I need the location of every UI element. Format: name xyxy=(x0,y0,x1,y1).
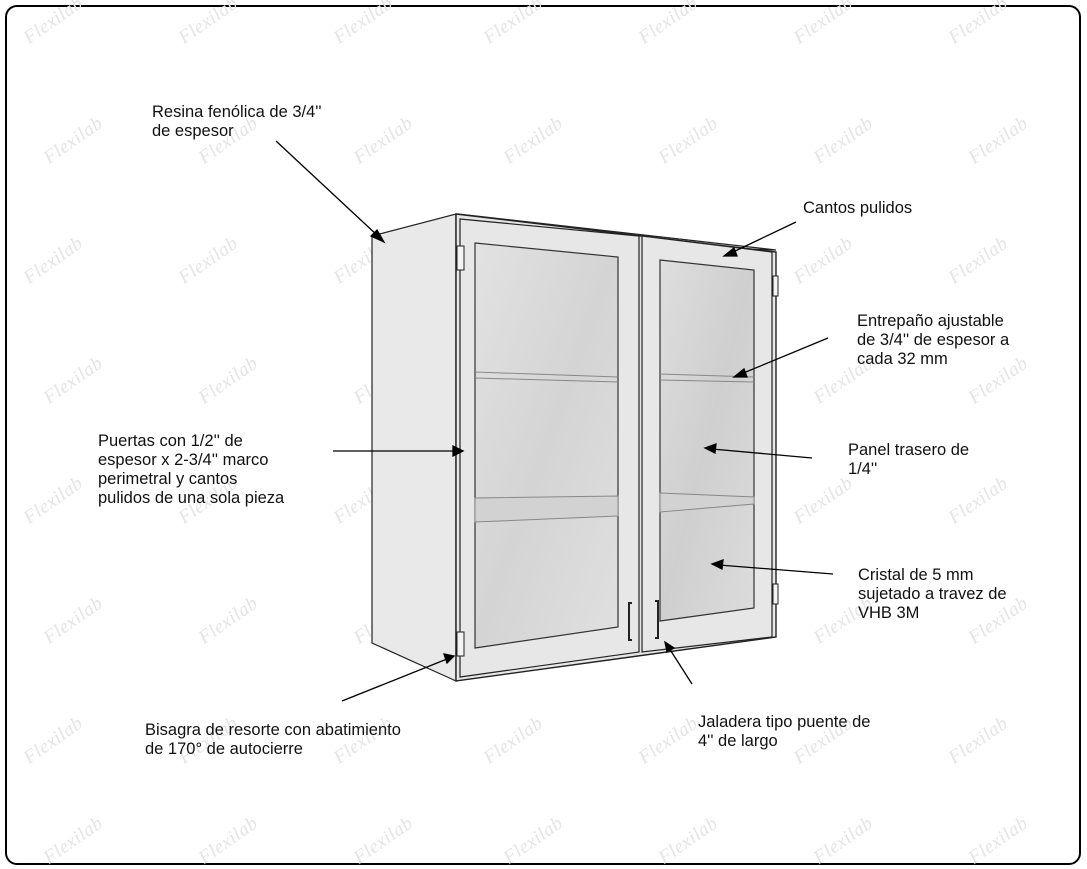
handle-left xyxy=(628,602,632,641)
label-puertas-line-1: Puertas con 1/2'' de xyxy=(98,432,243,450)
left-shelf-lower xyxy=(474,495,619,523)
label-puertas-line-4: pulidos de una sola pieza xyxy=(98,489,285,507)
label-panel: Panel trasero de 1/4'' xyxy=(848,441,969,479)
cabinet-side-panel xyxy=(371,213,457,682)
hinge-top-left xyxy=(456,245,465,271)
label-jaladera: Jaladera tipo puente de 4'' de largo xyxy=(698,713,870,751)
label-resina-line-1: Resina fenólica de 3/4'' xyxy=(152,103,322,121)
label-puertas-line-3: perimetral y cantos xyxy=(98,470,238,488)
hinge-bottom-left xyxy=(456,631,465,657)
label-bisagra-line-1: Bisagra de resorte con abatimiento xyxy=(145,721,401,739)
leader-lines xyxy=(275,140,834,702)
right-shelf-lower xyxy=(659,492,755,513)
label-puertas: Puertas con 1/2'' de espesor x 2-3/4'' m… xyxy=(98,432,284,508)
label-cantos-line-1: Cantos pulidos xyxy=(803,199,913,217)
label-entrepano-line-1: Entrepaño ajustable xyxy=(857,312,1004,330)
label-cristal: Cristal de 5 mm sujetado a travez de VHB… xyxy=(858,566,1007,623)
label-puertas-line-2: espesor x 2-3/4'' marco xyxy=(98,451,269,469)
label-cristal-line-2: sujetado a travez de xyxy=(858,585,1007,603)
hinge-bottom-right xyxy=(772,583,779,605)
label-jaladera-line-2: 4'' de largo xyxy=(698,732,778,750)
label-cristal-line-1: Cristal de 5 mm xyxy=(858,566,974,584)
label-entrepano-line-2: de 3/4'' de espesor a xyxy=(857,331,1010,349)
label-cristal-line-3: VHB 3M xyxy=(858,604,920,622)
label-entrepano: Entrepaño ajustable de 3/4'' de espesor … xyxy=(857,312,1009,369)
hinge-top-right xyxy=(772,275,779,297)
handle-right xyxy=(655,600,659,639)
label-entrepano-line-3: cada 32 mm xyxy=(857,350,948,368)
label-bisagra-line-2: de 170° de autocierre xyxy=(145,740,303,758)
cabinet-illustration xyxy=(275,140,834,702)
label-resina: Resina fenólica de 3/4'' de espesor xyxy=(152,103,322,141)
label-bisagra: Bisagra de resorte con abatimiento de 17… xyxy=(145,721,401,759)
left-glass-pane xyxy=(474,242,619,649)
label-panel-line-2: 1/4'' xyxy=(848,460,878,478)
label-panel-line-1: Panel trasero de xyxy=(848,441,970,459)
label-resina-line-2: de espesor xyxy=(152,122,234,140)
label-jaladera-line-1: Jaladera tipo puente de xyxy=(698,713,871,731)
label-cantos: Cantos pulidos xyxy=(803,199,912,218)
